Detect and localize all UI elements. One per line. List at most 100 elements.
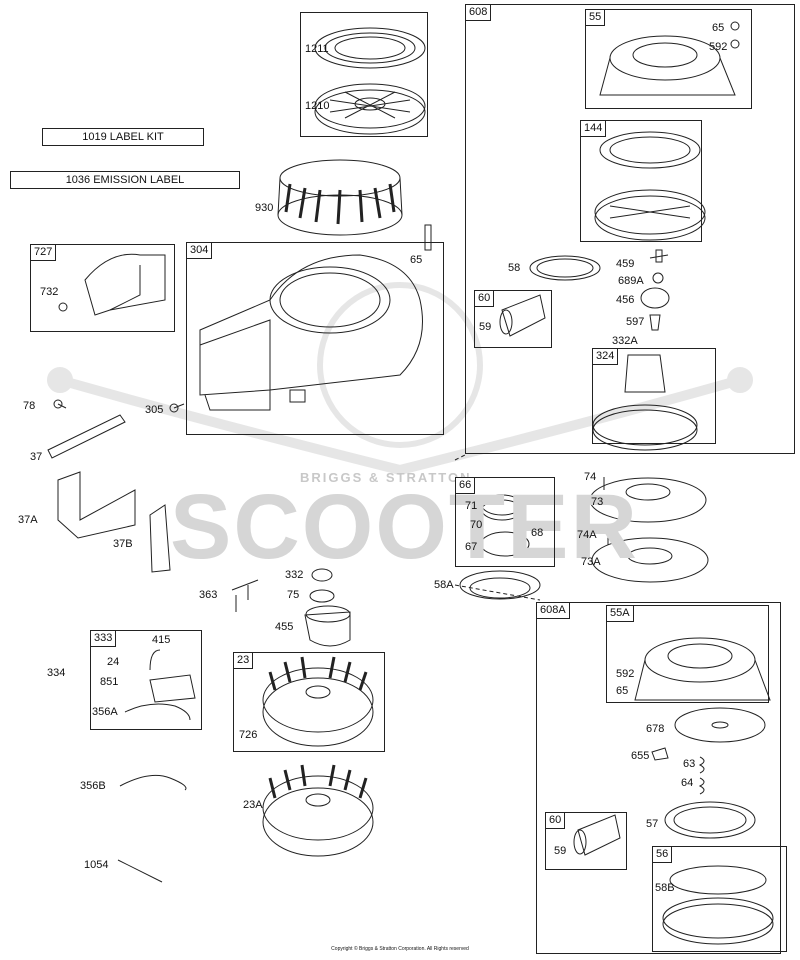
box-tag: 333: [90, 630, 117, 647]
box-144: 144: [580, 120, 702, 242]
baffle-37: [47, 414, 126, 459]
cup-324: [592, 354, 698, 451]
watermark-text: SCOOTER: [170, 476, 639, 578]
part-label: 356A: [92, 706, 118, 718]
pawl-655: [651, 747, 669, 761]
part-label: 592: [616, 668, 635, 680]
part-label: 1210: [305, 100, 330, 112]
box-1211-1210: [300, 12, 428, 137]
wire-356B: [119, 774, 187, 791]
part-label: 23A: [243, 799, 263, 811]
box-60a: 60: [474, 290, 552, 348]
part-label: 74: [584, 471, 597, 483]
part-label: 689A: [618, 275, 644, 287]
part-label: 74A: [577, 529, 597, 541]
box-23: 23: [233, 652, 385, 752]
housing-55A: [634, 637, 771, 701]
box-tag: 66: [455, 477, 476, 494]
shield-727: [58, 253, 166, 316]
screw-597: [649, 314, 661, 331]
box-tag: 608: [465, 4, 492, 21]
part-label: 78: [23, 400, 36, 412]
part-label: 24: [107, 656, 120, 668]
box-60b: 60: [545, 812, 627, 870]
pulley-56: [662, 865, 774, 945]
box-304: 304: [186, 242, 444, 435]
pulley-144: [594, 131, 706, 241]
baffle-37A: [57, 471, 136, 539]
baffle-37B: [149, 504, 171, 573]
bolt-305: [169, 403, 185, 413]
retainer-456: [640, 287, 670, 309]
part-label: 58B: [655, 882, 675, 894]
part-label: 58A: [434, 579, 454, 591]
nut-332: [311, 568, 333, 582]
box-tag: 324: [592, 348, 619, 365]
box-tag: 23: [233, 652, 254, 669]
spring-63: [698, 756, 705, 774]
pulley-1210: [314, 83, 426, 135]
bracket-455: [304, 605, 351, 647]
part-label: 678: [646, 723, 665, 735]
part-label: 334: [47, 667, 66, 679]
spring-689A: [652, 272, 664, 284]
part-label: 67: [465, 541, 478, 553]
part-label: 1054: [84, 859, 109, 871]
flywheel-23: [262, 656, 374, 747]
screen-73: [589, 477, 707, 523]
part-label: 57: [646, 818, 659, 830]
box-55: 55: [585, 9, 752, 109]
part-label: 73A: [581, 556, 601, 568]
part-label: 356B: [80, 780, 106, 792]
box-66: 66: [455, 477, 555, 567]
handle-59b: [573, 814, 621, 856]
part-label: 63: [683, 758, 696, 770]
box-608: 608: [465, 4, 795, 454]
label-kit: 1019 LABEL KIT: [42, 128, 204, 146]
part-label: 73: [591, 496, 604, 508]
spring-1211: [314, 27, 426, 69]
screen-73A: [591, 537, 709, 583]
part-label: 65: [410, 254, 423, 266]
part-label: 37A: [18, 514, 38, 526]
part-label: 71: [465, 500, 478, 512]
bracket-363: [231, 579, 259, 612]
plate-678: [674, 707, 766, 743]
handle-59a: [499, 294, 546, 337]
spring-58: [529, 255, 601, 281]
part-label: 70: [470, 519, 483, 531]
box-727: 727: [30, 244, 175, 332]
part-label: 592: [709, 41, 728, 53]
part-label: 68: [531, 527, 544, 539]
blower-housing-304: [199, 224, 432, 411]
part-label: 455: [275, 621, 294, 633]
part-label: 456: [616, 294, 635, 306]
part-label: 726: [239, 729, 258, 741]
part-label: 655: [631, 750, 650, 762]
box-tag: 144: [580, 120, 607, 137]
box-tag: 60: [545, 812, 566, 829]
part-label: 851: [100, 676, 119, 688]
part-label: 65: [616, 685, 629, 697]
part-label: 305: [145, 404, 164, 416]
box-55A: 55A: [606, 605, 769, 703]
flywheel-23A: [262, 764, 374, 857]
box-608A: 608A: [536, 602, 781, 954]
part-label: 732: [40, 286, 59, 298]
part-label: 37B: [113, 538, 133, 550]
part-label: 332A: [612, 335, 638, 347]
part-label: 59: [479, 321, 492, 333]
part-label: 363: [199, 589, 218, 601]
copyright-text: Copyright © Briggs & Stratton Corporatio…: [331, 946, 469, 952]
pawl-459: [649, 249, 669, 263]
part-label: 75: [287, 589, 300, 601]
cable-tie-1054: [117, 859, 163, 883]
part-label: 58: [508, 262, 521, 274]
armature-333: [124, 649, 196, 721]
watermark-logo: [47, 282, 753, 476]
box-tag: 55: [585, 9, 606, 26]
starter-cup-66: [480, 494, 530, 557]
spring-64: [698, 777, 705, 795]
